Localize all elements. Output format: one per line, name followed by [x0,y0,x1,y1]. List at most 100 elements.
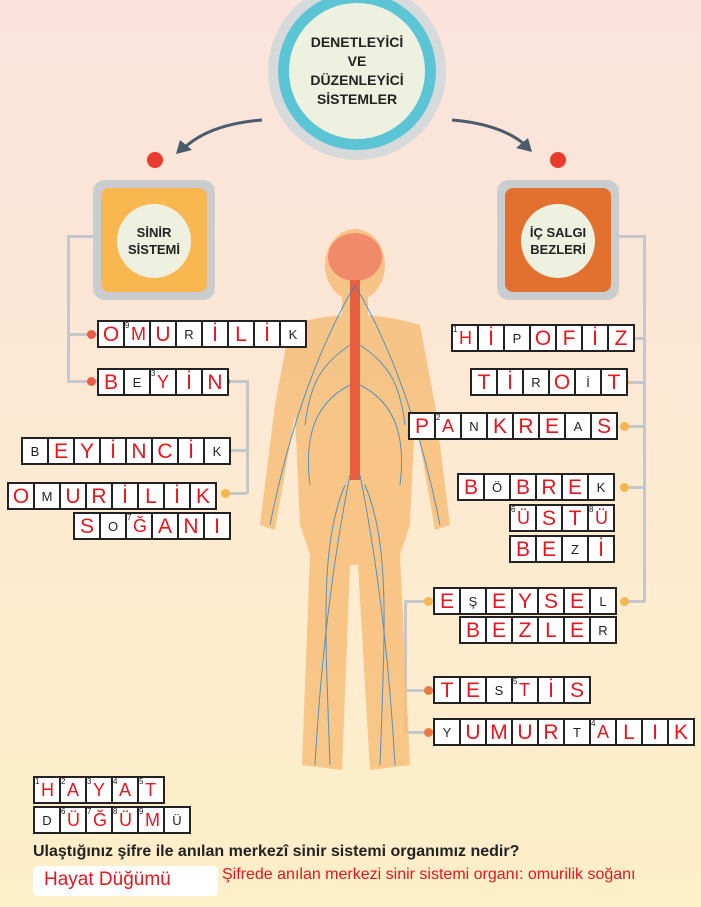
letter-cell[interactable]: K [669,720,693,744]
letter-cell[interactable]: R [524,370,548,394]
answer-box[interactable] [33,866,218,896]
letter-cell[interactable]: L [229,322,253,346]
letter-cell[interactable]: D [35,808,59,832]
letter-cell[interactable]: U [61,484,85,508]
letter-cell[interactable]: F [557,326,581,350]
letter-cell[interactable]: B [459,475,483,499]
letter-cell[interactable]: T [602,370,626,394]
letter-cell[interactable]: S [537,506,561,530]
letter-cell[interactable]: T [563,506,587,530]
letter-cell[interactable]: S [592,414,616,438]
letter-cell[interactable]: B [23,439,47,463]
letter-cell[interactable]: S [539,589,563,613]
letter-cell[interactable]: İ [539,678,563,702]
letter-cell[interactable]: B [461,618,485,642]
letter-cell[interactable]: K [281,322,305,346]
letter-cell[interactable]: Y [513,589,537,613]
letter-cell[interactable]: M [487,720,511,744]
letter-cell[interactable]: E [435,589,459,613]
letter-cell[interactable]: I [643,720,667,744]
letter-cell[interactable]: T [435,678,459,702]
letter-cell[interactable]: Ş [461,589,485,613]
letter-cell[interactable]: E [540,414,564,438]
letter-cell[interactable]: K [205,439,229,463]
letter-cell[interactable]: U [151,322,175,346]
letter-cell[interactable]: İ [498,370,522,394]
letter-cell[interactable]: E [125,370,149,394]
letter-cell[interactable]: B [511,537,535,561]
letter-cell[interactable]: R [514,414,538,438]
letter-cell[interactable]: R [539,720,563,744]
letter-cell[interactable]: R [87,484,111,508]
letter-cell[interactable]: N [179,514,203,538]
letter-cell[interactable]: P [505,326,529,350]
letter-cell[interactable]: E [563,475,587,499]
letter-cell[interactable]: R [177,322,201,346]
letter-cell[interactable]: K [589,475,613,499]
letter-cell[interactable]: A [153,514,177,538]
letter-cell[interactable]: S [75,514,99,538]
letter-cell[interactable]: İ [583,326,607,350]
letter-cell[interactable]: K [488,414,512,438]
letter-cell[interactable]: O [531,326,555,350]
letter-cell[interactable]: O [101,514,125,538]
letter-cell[interactable]: E [461,678,485,702]
letter-cell[interactable]: U [513,720,537,744]
letter-cell[interactable]: O [99,322,123,346]
letter-cell[interactable]: İ [203,322,227,346]
letter-cell[interactable]: P [410,414,434,438]
letter-cell[interactable]: T [565,720,589,744]
letter-cell[interactable]: N [127,439,151,463]
letter-cell[interactable]: S [487,678,511,702]
letter-cell[interactable]: İ [179,439,203,463]
letter-cell[interactable]: İ [589,537,613,561]
letter-cell[interactable]: M [35,484,59,508]
letter-cell[interactable]: E [565,618,589,642]
letter-cell[interactable]: Y [435,720,459,744]
letter-cell[interactable]: Z [609,326,633,350]
letter-cell[interactable]: İ [101,439,125,463]
letter-cell[interactable]: S [565,678,589,702]
letter-cell[interactable]: A [566,414,590,438]
letter-cell[interactable]: U [461,720,485,744]
letter-cell[interactable]: İ [255,322,279,346]
letter-cell[interactable]: Ü [165,808,189,832]
letter-cell[interactable]: N [462,414,486,438]
letter-cell[interactable]: İ [479,326,503,350]
letter-cell[interactable]: O [9,484,33,508]
letter-cell[interactable]: L [539,618,563,642]
letter-cell[interactable]: Ö [485,475,509,499]
letter-cell[interactable]: E [49,439,73,463]
letter-cell[interactable]: B [511,475,535,499]
letter-cell[interactable]: K [191,484,215,508]
letter-cell[interactable]: O [550,370,574,394]
letter-cell[interactable]: İ [165,484,189,508]
letter-cell[interactable]: E [487,618,511,642]
letter-cell[interactable]: İ [177,370,201,394]
letter-cell[interactable]: İ [576,370,600,394]
letter-cell[interactable]: R [537,475,561,499]
letter-cell[interactable]: B [99,370,123,394]
letter-cell[interactable]: E [565,589,589,613]
letter-cell[interactable]: C [153,439,177,463]
letter-cell[interactable]: Z [563,537,587,561]
letter-cell[interactable]: R [591,618,615,642]
letter-cell[interactable]: L [617,720,641,744]
letter-cell[interactable]: T [472,370,496,394]
